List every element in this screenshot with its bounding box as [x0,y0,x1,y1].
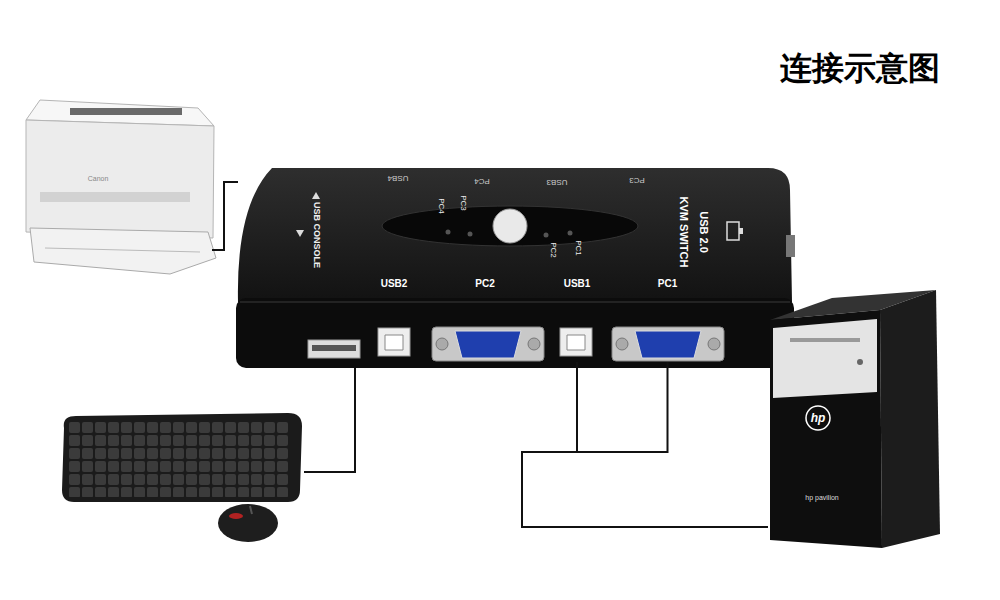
model-label: USB 2.0 [698,211,709,253]
usb-port: USB1 [552,274,602,362]
led-label: PC3 [459,195,467,211]
port-label: USB4 [388,174,409,182]
keyboard-illustration [62,413,302,502]
port-label: USB1 [564,279,591,289]
cable-line [522,362,768,527]
port-label: PC2 [475,279,494,289]
vga-port: PC1 [610,274,725,362]
cable-line [522,362,768,527]
port-label: PC1 [658,279,677,289]
led-label: PC2 [549,242,557,258]
cable-line [212,182,238,250]
port-label: USB2 [381,279,408,289]
computer-tower: hp hp pavilion [768,288,940,548]
brand-label: Canon [88,175,109,182]
kvm-switch: USB4PC4USB3PC3USB CONSOLEPC4PC3PC2PC1USB… [238,165,792,370]
printer-illustration [26,100,216,274]
printer: Canon [22,95,212,275]
led-label: PC1 [574,240,582,256]
kvm-switch-illustration [236,168,795,368]
pc-tower-illustration [770,290,940,548]
model-label: hp pavilion [805,494,838,501]
keyboard-cable [304,359,355,472]
console-label: USB CONSOLE [312,202,321,268]
mouse-illustration [218,504,278,542]
port-label: USB3 [547,178,568,186]
vga-port: PC2 [430,274,540,362]
led-label: PC4 [437,198,445,214]
usb-port: USB2 [368,274,420,362]
port-label: PC4 [474,177,490,185]
port-label: PC3 [629,176,645,184]
brand-logo: hp [811,412,826,424]
model-label: KVM SWITCH [678,197,689,268]
diagram-title: 连接示意图 [780,52,940,84]
